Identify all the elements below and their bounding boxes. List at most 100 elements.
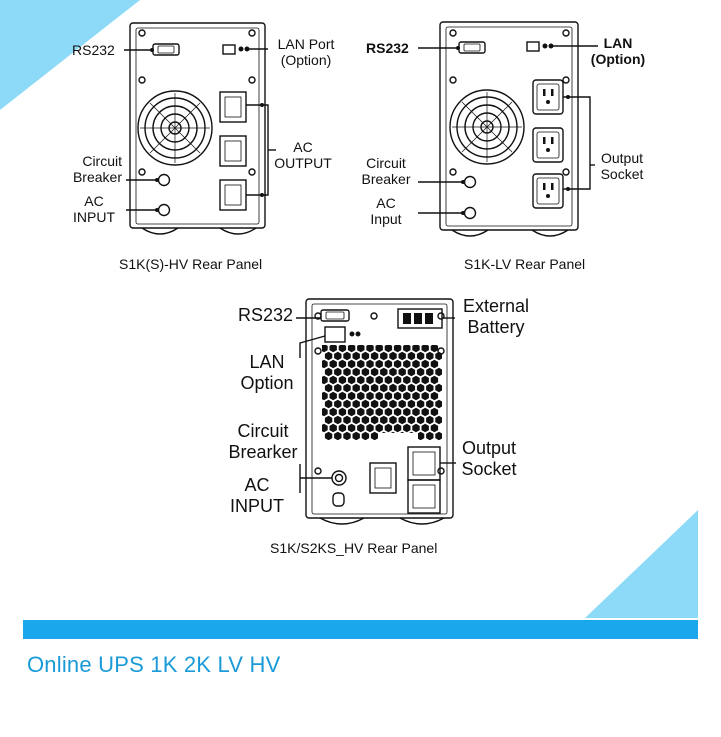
vent-hole — [403, 423, 411, 433]
vent-hole — [343, 367, 351, 377]
vent-hole — [389, 415, 397, 425]
vent-hole — [375, 391, 383, 401]
vent-hole — [338, 423, 347, 433]
vent-hole — [375, 345, 383, 353]
vent-hole — [322, 407, 328, 417]
panel3-output-line1: Output — [461, 438, 517, 458]
vent-hole — [347, 375, 356, 385]
vent-hole — [412, 375, 420, 385]
vent-hole — [347, 423, 356, 433]
panel1-breaker-line2: Breaker — [72, 169, 122, 186]
panel2-breaker-line1: Circuit — [366, 155, 406, 171]
vent-hole — [322, 345, 328, 353]
vent-hole — [322, 391, 328, 401]
vent-hole — [384, 375, 393, 385]
vent-hole — [329, 375, 337, 385]
vent-hole — [426, 383, 434, 393]
vent-hole — [361, 351, 370, 361]
panel3-ac-input-label: AC INPUT — [224, 475, 290, 516]
panel2-breaker-label: Circuit Breaker — [355, 155, 417, 187]
vent-hole — [334, 383, 342, 393]
vent-hole — [412, 407, 420, 417]
vent-hole — [347, 359, 356, 369]
vent-hole — [426, 351, 434, 361]
vent-hole — [412, 391, 420, 401]
vent-hole — [398, 367, 406, 377]
vent-hole — [366, 359, 374, 369]
vent-hole — [366, 391, 374, 401]
vent-hole — [380, 431, 388, 440]
panel3-lan-line1: LAN — [249, 352, 285, 372]
vent-hole — [430, 345, 439, 353]
vent-hole — [412, 359, 420, 369]
vent-hole — [435, 351, 442, 361]
vent-hole — [357, 407, 365, 417]
vent-hole — [430, 423, 439, 433]
vent-hole — [416, 415, 425, 425]
panel3-ext-battery-line1: External — [462, 296, 530, 316]
vent-hole — [435, 367, 442, 377]
vent-hole — [343, 415, 351, 425]
vent-hole — [357, 359, 365, 369]
vent-hole — [338, 391, 347, 401]
panel1-lan-line2: (Option) — [280, 52, 332, 69]
panel1-ac-output-line1: AC — [293, 139, 313, 155]
footer-accent-band — [23, 620, 698, 639]
vent-hole — [384, 359, 393, 369]
vent-hole — [407, 367, 416, 377]
vent-hole — [416, 367, 425, 377]
vent-hole — [393, 423, 402, 433]
vent-hole — [407, 431, 416, 440]
vent-hole — [421, 375, 429, 385]
vent-hole — [389, 367, 397, 377]
vent-hole — [329, 345, 337, 353]
vent-hole — [416, 431, 425, 440]
vent-hole — [398, 415, 406, 425]
vent-hole — [426, 431, 434, 440]
panel1-caption: S1K(S)-HV Rear Panel — [119, 256, 263, 272]
vent-hole — [403, 391, 411, 401]
vent-hole — [407, 383, 416, 393]
panel1-ac-output-label: AC OUTPUT — [268, 139, 338, 171]
vent-hole — [334, 351, 342, 361]
vent-hole — [421, 359, 429, 369]
vent-hole — [403, 375, 411, 385]
vent-hole — [324, 431, 333, 440]
panel2-lan-label: LAN (Option) — [583, 35, 653, 67]
vent-hole — [430, 375, 439, 385]
vent-hole — [407, 415, 416, 425]
vent-hole — [393, 391, 402, 401]
vent-hole — [426, 399, 434, 409]
panel2-ac-input-label: AC Input — [360, 195, 412, 227]
vent-hole — [412, 345, 420, 353]
vent-hole — [329, 423, 337, 433]
vent-hole — [421, 407, 429, 417]
vent-hole — [403, 345, 411, 353]
vent-hole — [361, 367, 370, 377]
panel3-lan-line2: Option — [240, 372, 294, 393]
vent-hole — [380, 415, 388, 425]
vent-hole — [384, 407, 393, 417]
vent-hole — [352, 415, 360, 425]
vent-hole — [338, 359, 347, 369]
vent-hole — [357, 391, 365, 401]
vent-hole — [380, 367, 388, 377]
vent-hole — [343, 431, 351, 440]
vent-hole — [435, 399, 442, 409]
vent-hole — [366, 375, 374, 385]
vent-hole — [416, 399, 425, 409]
panel1-ac-output-line2: OUTPUT — [274, 155, 332, 172]
panel2-output-line1: Output — [600, 150, 644, 166]
vent-hole — [361, 383, 370, 393]
vent-hole — [324, 415, 333, 425]
vent-hole — [343, 383, 351, 393]
vent-hole — [375, 375, 383, 385]
vent-hole — [347, 407, 356, 417]
vent-hole — [393, 375, 402, 385]
panel2-caption: S1K-LV Rear Panel — [464, 256, 586, 272]
vent-hole — [322, 359, 328, 369]
vent-hole — [322, 375, 328, 385]
vent-hole — [343, 399, 351, 409]
panel3-ext-battery-label: External Battery — [455, 296, 537, 337]
